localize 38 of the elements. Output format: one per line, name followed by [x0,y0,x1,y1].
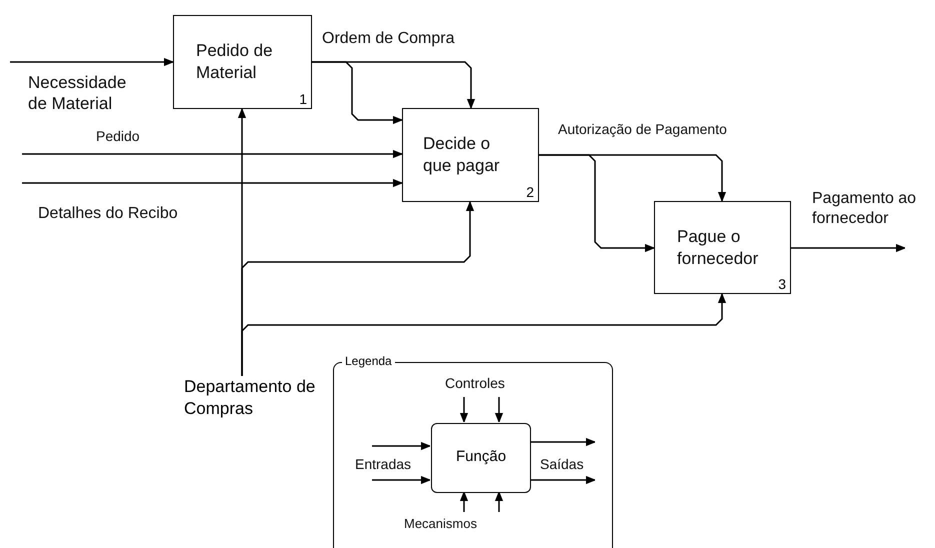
process-box [654,201,791,294]
arrow [460,397,468,422]
arrow-label: Saídas [540,455,585,473]
process-title: Pedido de Material [196,40,274,84]
arrow [372,476,430,484]
arrow [22,178,402,188]
process-number: 1 [299,91,307,107]
arrow-label: Controles [445,374,506,392]
legend-heading: Legenda [342,354,395,368]
process-number: 2 [526,184,534,200]
arrow [312,61,402,124]
arrow [10,58,174,66]
arrow [791,244,906,252]
arrow-label: Necessidade de Material [28,72,128,114]
arrow [372,442,430,450]
arrow [494,397,504,422]
arrow [530,438,596,446]
process-number: 3 [778,276,786,292]
arrow-label: Autorização de Pagamento [558,120,728,138]
arrow-label: Mecanismos [404,515,478,532]
process-box [402,108,539,202]
arrow-label: Pagamento ao fornecedor [812,189,918,229]
arrow [460,492,468,512]
process-title: Pague o fornecedor [677,226,760,270]
process-title: Decide o que pagar [423,133,501,177]
arrow [494,492,504,512]
mechanism-label: Departamento de Compras [184,376,316,420]
arrow-label: Ordem de Compra [322,29,456,49]
arrow-label: Pedido [96,127,141,145]
function-title: Função [456,448,506,465]
arrow [530,476,596,484]
arrow [241,294,726,376]
function-box [431,423,531,493]
arrow-label: Entradas [355,455,412,473]
arrow [22,150,402,158]
arrow-label: Detalhes do Recibo [38,204,179,224]
process-box [173,15,312,109]
arrow [539,154,654,252]
